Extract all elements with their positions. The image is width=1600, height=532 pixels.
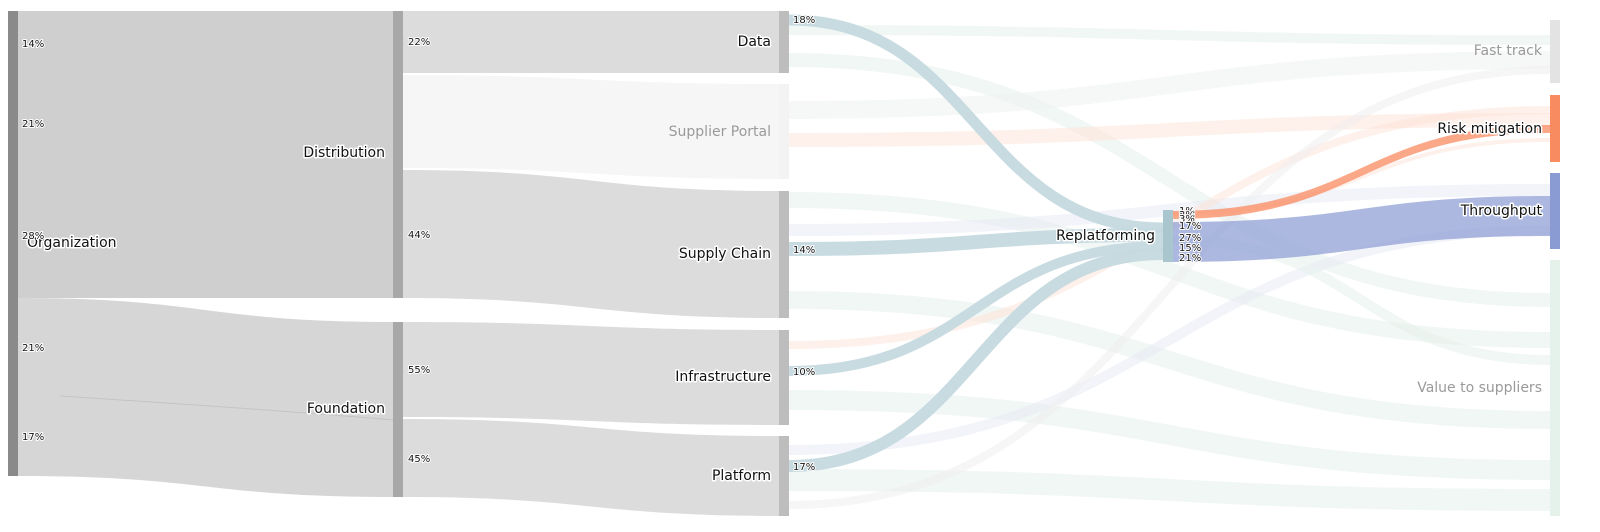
background-link — [788, 25, 1551, 45]
link-supply_chain-to-replatforming — [788, 228, 1164, 256]
pct-label: 28% — [22, 231, 44, 242]
node-throughput — [1550, 173, 1560, 249]
pct-label: 21% — [1179, 253, 1201, 264]
node-supply-chain — [779, 191, 789, 318]
node-label-throughput: Throughput — [1460, 203, 1543, 219]
link — [403, 419, 779, 516]
link — [403, 322, 779, 425]
node-label-platform: Platform — [712, 468, 771, 484]
background-link — [788, 66, 1551, 509]
node-data — [779, 11, 789, 73]
background-link — [788, 291, 1551, 429]
pct-label: 17% — [793, 462, 815, 473]
link — [18, 11, 393, 298]
node-foundation — [393, 322, 403, 497]
pct-label: 44% — [408, 230, 430, 241]
node-distribution — [393, 11, 403, 298]
pct-label: 15% — [1179, 243, 1201, 254]
pct-label: 45% — [408, 454, 430, 465]
pct-label: 10% — [793, 367, 815, 378]
node-label-replatforming: Replatforming — [1056, 228, 1155, 244]
node-label-distribution: Distribution — [303, 145, 385, 161]
nodes — [8, 11, 1560, 516]
link-replatforming-to-throughput — [1173, 196, 1550, 262]
node-label-data: Data — [738, 34, 771, 50]
background-link — [788, 51, 1551, 119]
node-label-fast-track: Fast track — [1474, 43, 1543, 59]
pct-label: 21% — [22, 119, 44, 130]
pct-label: 22% — [408, 37, 430, 48]
link-data-to-replatforming — [788, 14, 1164, 234]
pct-label: 55% — [408, 365, 430, 376]
node-platform — [779, 436, 789, 516]
link — [403, 170, 779, 318]
node-label-supplier-portal: Supplier Portal — [669, 124, 771, 140]
pct-label: 2% — [1179, 210, 1195, 221]
node-label-organization: Organization — [27, 235, 117, 251]
background-link — [788, 113, 1551, 147]
pct-label: 18% — [793, 15, 815, 26]
node-fast-track — [1550, 20, 1560, 83]
links — [18, 11, 1550, 516]
link — [403, 75, 779, 179]
pct-label: 14% — [793, 245, 815, 256]
link — [18, 298, 393, 497]
pct-label: 17% — [22, 432, 44, 443]
node-label-supply-chain: Supply Chain — [679, 246, 771, 262]
node-label-foundation: Foundation — [307, 401, 385, 417]
pct-label: 14% — [22, 39, 44, 50]
link-platform-to-replatforming — [788, 248, 1164, 472]
node-supplier-portal — [779, 84, 789, 179]
link-divider — [59, 395, 394, 421]
link — [403, 11, 779, 73]
link-replatforming-to-risk-mitigation — [1173, 125, 1550, 219]
node-organization — [8, 11, 18, 476]
node-label-infrastructure: Infrastructure — [675, 369, 771, 385]
node-risk-mitigation — [1550, 95, 1560, 162]
node-label-risk-mitigation: Risk mitigation — [1437, 121, 1542, 137]
pct-label: 1% — [1179, 206, 1195, 217]
pct-label: 3% — [1179, 214, 1195, 225]
node-infrastructure — [779, 330, 789, 425]
link-infrastructure-to-replatforming — [788, 241, 1164, 376]
pct-label: 21% — [22, 343, 44, 354]
node-value-to-suppliers — [1550, 260, 1560, 516]
node-replatforming — [1163, 210, 1173, 262]
pct-label: 17% — [1179, 221, 1201, 232]
node-label-value-to-suppliers: Value to suppliers — [1417, 380, 1542, 396]
pct-label: 27% — [1179, 233, 1201, 244]
